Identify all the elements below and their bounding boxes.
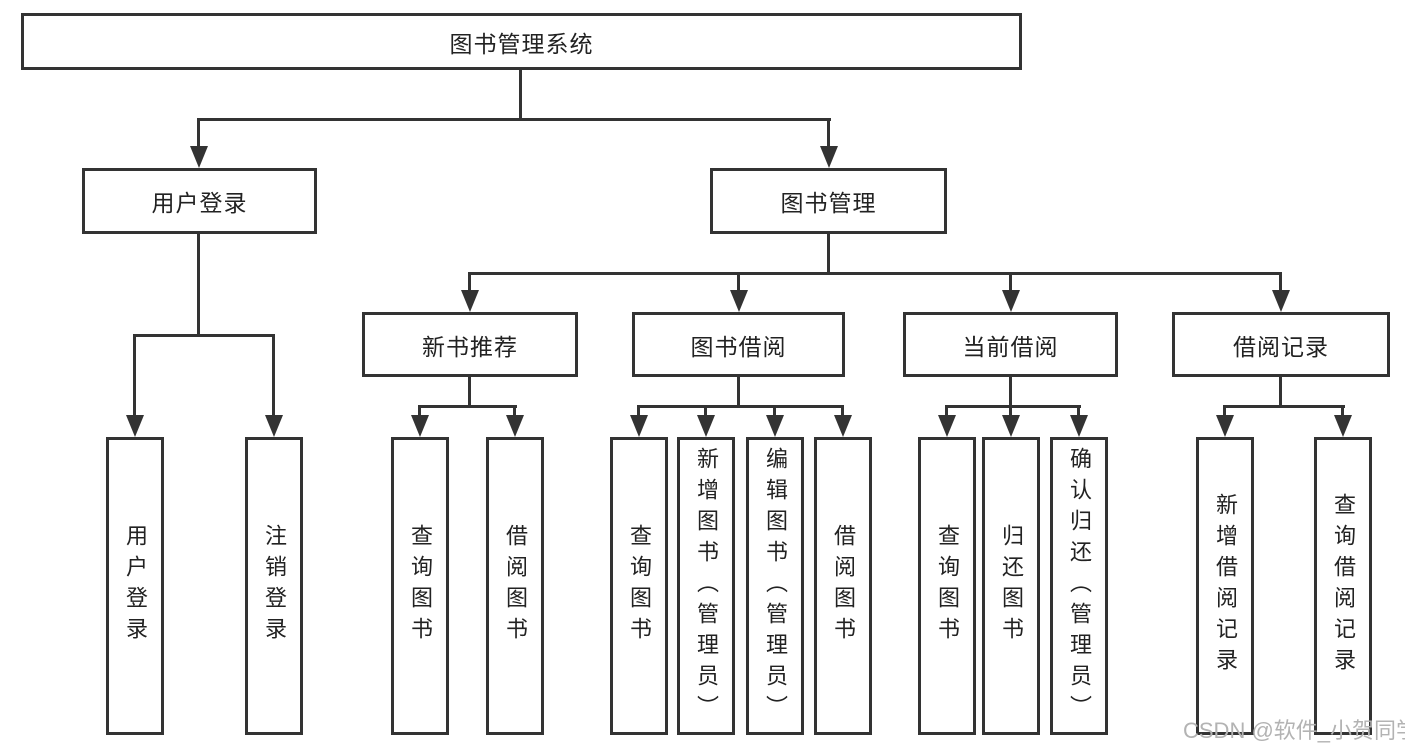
connector-borrow-record-children-branch	[1223, 405, 1345, 408]
arrowhead-leaf	[265, 415, 283, 437]
connector-level3-stem	[1279, 272, 1282, 292]
node-book-borrow-label: 图书借阅	[690, 333, 787, 360]
connector-new-book-rec-children-branch	[418, 405, 517, 408]
arrowhead-leaf	[938, 415, 956, 437]
connector-level3-stem	[468, 272, 471, 292]
connector-leaf-stem	[1223, 405, 1226, 417]
node-book-mgmt-branch-label: 图书管理	[780, 190, 877, 216]
leaf-query-book-1: 查询图书	[391, 437, 449, 735]
connector-book-mgmt-stem	[827, 118, 830, 148]
connector-leaf-stem	[418, 405, 421, 417]
leaf-edit-book-admin: 编辑图书（管理员）	[746, 437, 804, 735]
connector-leaf-stem	[513, 405, 516, 417]
node-root-label: 图书管理系统	[449, 30, 594, 57]
leaf-add-borrow-record-label: 新增借阅记录	[1213, 493, 1238, 679]
connector-leaf-stem	[1009, 405, 1012, 417]
leaf-borrow-book-2: 借阅图书	[814, 437, 872, 735]
arrowhead-book-borrow	[730, 290, 748, 312]
connector-leaf-stem	[841, 405, 844, 417]
connector-level3-stem	[1009, 272, 1012, 292]
csdn-watermark: CSDN @软件_小贺同学	[1183, 718, 1405, 743]
leaf-confirm-return-admin-label: 确认归还（管理员）	[1067, 446, 1092, 726]
leaf-return-book-label: 归还图书	[999, 524, 1024, 648]
leaf-query-book-2: 查询图书	[610, 437, 668, 735]
connector-new-book-rec-down	[468, 377, 471, 408]
arrowhead-user-login	[190, 146, 208, 168]
arrowhead-current-borrow	[1002, 290, 1020, 312]
connector-user-login-stem	[197, 118, 200, 148]
node-user-login-branch-label: 用户登录	[151, 190, 248, 216]
connector-borrow-record-down	[1279, 377, 1282, 408]
leaf-borrow-book-1: 借阅图书	[486, 437, 544, 735]
connector-level2-branch	[197, 118, 831, 121]
arrowhead-leaf	[1070, 415, 1088, 437]
leaf-query-book-1-label: 查询图书	[408, 524, 433, 648]
connector-user-login-down	[197, 234, 200, 337]
node-borrow-record-label: 借阅记录	[1233, 333, 1329, 360]
node-current-borrow: 当前借阅	[903, 312, 1118, 377]
connector-leaf-stem	[1077, 405, 1080, 417]
connector-level3-branch	[468, 272, 1282, 275]
arrowhead-leaf	[411, 415, 429, 437]
node-root: 图书管理系统	[21, 13, 1022, 70]
leaf-add-book-admin: 新增图书（管理员）	[677, 437, 735, 735]
arrowhead-new-book-rec	[461, 290, 479, 312]
arrowhead-leaf	[834, 415, 852, 437]
leaf-query-book-3: 查询图书	[918, 437, 976, 735]
node-new-book-rec-label: 新书推荐	[422, 333, 518, 360]
arrowhead-leaf	[766, 415, 784, 437]
connector-leaf-stem	[272, 334, 275, 416]
leaf-query-book-2-label: 查询图书	[627, 524, 652, 648]
connector-user-login-children-branch	[133, 334, 275, 337]
connector-current-borrow-down	[1009, 377, 1012, 408]
node-current-borrow-label: 当前借阅	[962, 333, 1059, 360]
node-user-login-branch: 用户登录	[82, 168, 317, 234]
leaf-user-login-label: 用户登录	[123, 524, 148, 648]
leaf-borrow-book-1-label: 借阅图书	[503, 524, 528, 648]
arrowhead-leaf	[506, 415, 524, 437]
connector-book-borrow-children-branch	[637, 405, 844, 408]
arrowhead-leaf	[1334, 415, 1352, 437]
connector-leaf-stem	[945, 405, 948, 417]
arrowhead-leaf	[1216, 415, 1234, 437]
leaf-query-borrow-record-label: 查询借阅记录	[1331, 493, 1356, 679]
connector-root-stem	[519, 70, 522, 120]
leaf-borrow-book-2-label: 借阅图书	[831, 524, 856, 648]
connector-book-borrow-down	[737, 377, 740, 408]
connector-leaf-stem	[637, 405, 640, 417]
node-book-borrow: 图书借阅	[632, 312, 845, 377]
arrowhead-book-mgmt	[820, 146, 838, 168]
arrowhead-leaf	[1002, 415, 1020, 437]
leaf-return-book: 归还图书	[982, 437, 1040, 735]
arrowhead-leaf	[630, 415, 648, 437]
arrowhead-borrow-record	[1272, 290, 1290, 312]
connector-current-borrow-children-branch	[945, 405, 1081, 408]
connector-leaf-stem	[133, 334, 136, 416]
leaf-user-login: 用户登录	[106, 437, 164, 735]
connector-book-mgmt-down	[827, 234, 830, 275]
leaf-logout-label: 注销登录	[262, 524, 287, 648]
leaf-add-borrow-record: 新增借阅记录	[1196, 437, 1254, 735]
connector-leaf-stem	[704, 405, 707, 417]
leaf-query-borrow-record: 查询借阅记录	[1314, 437, 1372, 735]
leaf-edit-book-admin-label: 编辑图书（管理员）	[763, 446, 788, 726]
node-new-book-rec: 新书推荐	[362, 312, 578, 377]
arrowhead-leaf	[697, 415, 715, 437]
connector-leaf-stem	[1341, 405, 1344, 417]
leaf-logout: 注销登录	[245, 437, 303, 735]
arrowhead-leaf	[126, 415, 144, 437]
leaf-confirm-return-admin: 确认归还（管理员）	[1050, 437, 1108, 735]
node-book-mgmt-branch: 图书管理	[710, 168, 947, 234]
connector-level3-stem	[737, 272, 740, 292]
node-borrow-record: 借阅记录	[1172, 312, 1390, 377]
leaf-add-book-admin-label: 新增图书（管理员）	[694, 446, 719, 726]
connector-leaf-stem	[773, 405, 776, 417]
leaf-query-book-3-label: 查询图书	[935, 524, 960, 648]
